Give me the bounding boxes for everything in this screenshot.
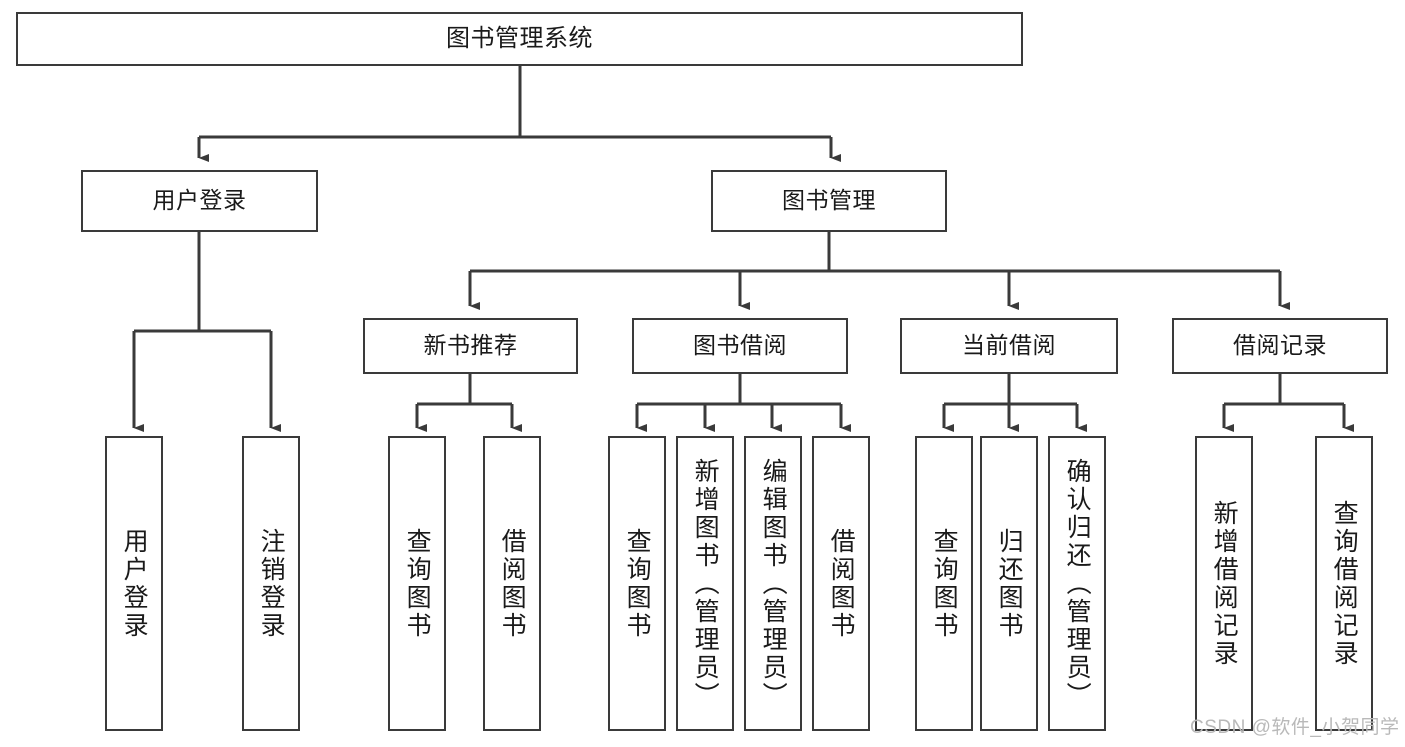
node-leaf-query-book-3[interactable]: 查询图书 xyxy=(915,436,973,731)
node-label: 查询图书 xyxy=(930,527,959,640)
node-book-borrow[interactable]: 图书借阅 xyxy=(632,318,848,374)
node-user-login[interactable]: 用户登录 xyxy=(81,170,318,232)
node-leaf-confirm-return[interactable]: 确认归还（管理员） xyxy=(1048,436,1106,731)
node-label: 借阅记录 xyxy=(1233,332,1327,359)
node-book-management[interactable]: 图书管理 xyxy=(711,170,947,232)
node-label: 借阅图书 xyxy=(827,527,856,640)
node-leaf-query-record[interactable]: 查询借阅记录 xyxy=(1315,436,1373,731)
node-label: 当前借阅 xyxy=(962,332,1056,359)
node-label: 借阅图书 xyxy=(498,527,527,640)
node-label: 用户登录 xyxy=(152,187,247,214)
node-label: 图书管理 xyxy=(782,187,876,214)
node-label: 归还图书 xyxy=(995,527,1024,640)
node-leaf-add-book[interactable]: 新增图书（管理员） xyxy=(676,436,734,731)
node-leaf-return-book[interactable]: 归还图书 xyxy=(980,436,1038,731)
node-leaf-query-book-2[interactable]: 查询图书 xyxy=(608,436,666,731)
node-leaf-borrow-book-1[interactable]: 借阅图书 xyxy=(483,436,541,731)
node-leaf-edit-book[interactable]: 编辑图书（管理员） xyxy=(744,436,802,731)
node-borrow-record[interactable]: 借阅记录 xyxy=(1172,318,1388,374)
node-label: 图书管理系统 xyxy=(446,24,593,52)
node-label: 新增借阅记录 xyxy=(1210,499,1239,668)
node-label: 查询图书 xyxy=(403,527,432,640)
node-root-book-management-system[interactable]: 图书管理系统 xyxy=(16,12,1023,66)
node-current-borrow[interactable]: 当前借阅 xyxy=(900,318,1118,374)
node-leaf-borrow-book-2[interactable]: 借阅图书 xyxy=(812,436,870,731)
node-label: 查询图书 xyxy=(623,527,652,640)
node-label: 注销登录 xyxy=(257,527,286,640)
node-leaf-logout-login[interactable]: 注销登录 xyxy=(242,436,300,731)
node-leaf-user-login[interactable]: 用户登录 xyxy=(105,436,163,731)
node-label: 图书借阅 xyxy=(693,332,787,359)
node-label: 确认归还（管理员） xyxy=(1063,457,1092,710)
node-new-book-recommend[interactable]: 新书推荐 xyxy=(363,318,578,374)
node-label: 新增图书（管理员） xyxy=(691,457,720,710)
node-label: 查询借阅记录 xyxy=(1330,499,1359,668)
node-leaf-query-book-1[interactable]: 查询图书 xyxy=(388,436,446,731)
node-label: 用户登录 xyxy=(120,527,149,640)
node-label: 新书推荐 xyxy=(423,332,518,359)
watermark-text: CSDN @软件_小贺同学 xyxy=(1190,717,1400,738)
node-label: 编辑图书（管理员） xyxy=(759,457,788,710)
node-leaf-add-record[interactable]: 新增借阅记录 xyxy=(1195,436,1253,731)
